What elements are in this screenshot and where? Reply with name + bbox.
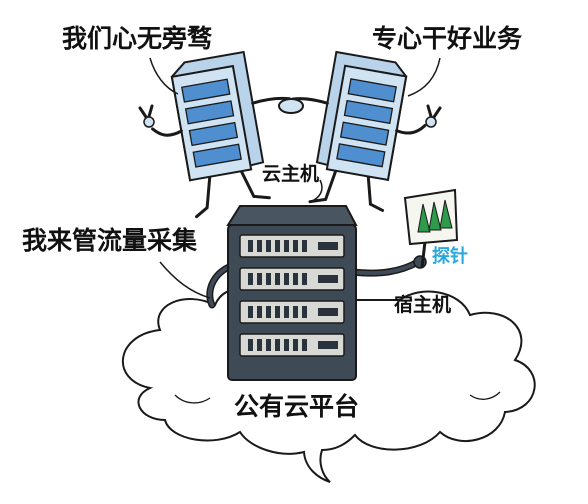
handshake [278, 98, 304, 114]
left-server-quote: 我们心无旁骛 [62, 24, 213, 53]
host-server [206, 205, 427, 381]
peace-hand-right-icon [425, 104, 442, 128]
probe-flag [403, 188, 459, 269]
cloud-label: 公有云平台 [234, 392, 360, 421]
vm-right [291, 50, 427, 212]
host-label: 宿主机 [394, 294, 452, 316]
cloud [122, 286, 536, 483]
right-server-quote: 专心干好业务 [372, 24, 523, 53]
probe-label: 探针 [432, 246, 468, 267]
vm-label: 云主机 [262, 163, 320, 185]
host-quote: 我来管流量采集 [22, 226, 198, 255]
speech-lines [149, 57, 441, 299]
vm-left [151, 50, 291, 219]
peace-hand-left-icon [138, 104, 155, 128]
